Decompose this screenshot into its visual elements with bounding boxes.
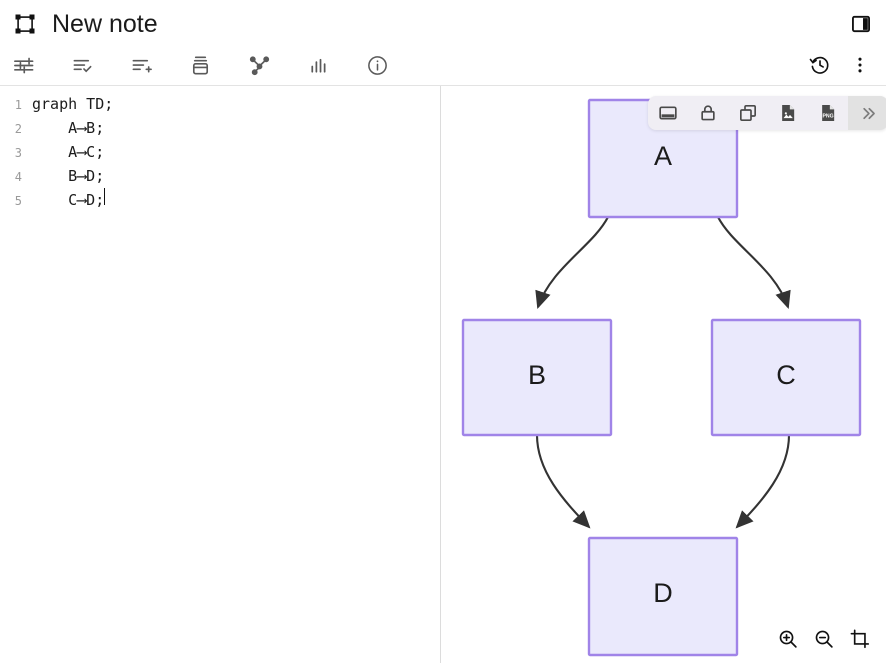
list-add-icon[interactable] xyxy=(121,45,161,85)
code-line[interactable]: 3 A⟶C; xyxy=(0,140,440,164)
mermaid-flowchart[interactable]: A B C D xyxy=(441,86,886,663)
node-label: C xyxy=(776,360,796,390)
svg-text:PNG: PNG xyxy=(822,114,833,120)
code-line[interactable]: 5 C⟶D; xyxy=(0,188,440,212)
edge-a-to-c xyxy=(717,216,791,309)
code-line[interactable]: 1 graph TD; xyxy=(0,92,440,116)
diagram-preview-pane[interactable]: A B C D xyxy=(441,86,886,663)
code-line[interactable]: 4 B⟶D; xyxy=(0,164,440,188)
toolbar-spacer xyxy=(338,65,357,66)
line-text[interactable]: A⟶B; xyxy=(32,119,105,137)
line-text[interactable]: graph TD; xyxy=(32,95,114,113)
title-bar-actions xyxy=(848,11,874,37)
toolbar-left-group xyxy=(0,45,397,85)
zoom-controls xyxy=(770,621,878,657)
toolbar-spacer xyxy=(279,65,298,66)
toolbar-spacer xyxy=(220,65,239,66)
settings-sliders-icon[interactable] xyxy=(3,45,43,85)
right-sidebar-toggle-icon[interactable] xyxy=(848,11,874,37)
fit-frame-icon[interactable] xyxy=(648,96,688,130)
line-text[interactable]: C⟶D; xyxy=(32,191,105,209)
line-number: 5 xyxy=(14,194,22,208)
toolbar-spacer xyxy=(161,65,180,66)
line-text[interactable]: A⟶C; xyxy=(32,143,105,161)
node-c[interactable]: C xyxy=(710,318,862,437)
export-svg-icon[interactable] xyxy=(768,96,808,130)
node-label: B xyxy=(528,360,546,390)
main-toolbar xyxy=(0,44,886,86)
title-bar: New note xyxy=(0,0,886,48)
diagram-export-toolbar: PNG xyxy=(648,96,886,130)
zoom-out-icon[interactable] xyxy=(806,621,842,657)
git-branch-icon[interactable] xyxy=(239,45,279,85)
toolbar-spacer xyxy=(102,65,121,66)
edge-c-to-d xyxy=(735,434,791,529)
edge-b-to-d xyxy=(535,434,591,529)
node-label: D xyxy=(653,578,673,608)
line-text[interactable]: B⟶D; xyxy=(32,167,105,185)
pane-divider[interactable] xyxy=(440,86,441,663)
history-clock-icon[interactable] xyxy=(800,45,840,85)
toolbar-spacer xyxy=(43,65,62,66)
node-label: A xyxy=(654,141,672,171)
bar-chart-icon[interactable] xyxy=(298,45,338,85)
line-number: 3 xyxy=(14,146,22,160)
line-number: 2 xyxy=(14,122,22,136)
task-list-check-icon[interactable] xyxy=(62,45,102,85)
edge-a-to-b xyxy=(535,216,609,309)
fit-crop-icon[interactable] xyxy=(842,621,878,657)
toolbar-divider xyxy=(0,85,886,86)
more-vertical-icon[interactable] xyxy=(840,45,880,85)
page-title[interactable]: New note xyxy=(52,9,158,38)
copy-duplicate-icon[interactable] xyxy=(728,96,768,130)
toolbar-right-group xyxy=(800,45,886,85)
export-png-icon[interactable]: PNG xyxy=(808,96,848,130)
frame-selection-icon xyxy=(12,11,38,37)
lock-icon[interactable] xyxy=(688,96,728,130)
node-b[interactable]: B xyxy=(461,318,613,437)
code-line[interactable]: 2 A⟶B; xyxy=(0,116,440,140)
code-editor-pane[interactable]: 1 graph TD; 2 A⟶B; 3 A⟶C; 4 B⟶D; 5 C⟶D; xyxy=(0,86,440,663)
text-caret xyxy=(104,188,106,205)
line-number: 4 xyxy=(14,170,22,184)
info-circle-icon[interactable] xyxy=(357,45,397,85)
stack-layers-icon[interactable] xyxy=(180,45,220,85)
chevron-double-right-icon[interactable] xyxy=(848,96,886,130)
zoom-in-icon[interactable] xyxy=(770,621,806,657)
code-editor[interactable]: 1 graph TD; 2 A⟶B; 3 A⟶C; 4 B⟶D; 5 C⟶D; xyxy=(0,86,440,212)
line-number: 1 xyxy=(14,98,22,112)
node-d[interactable]: D xyxy=(587,536,739,657)
